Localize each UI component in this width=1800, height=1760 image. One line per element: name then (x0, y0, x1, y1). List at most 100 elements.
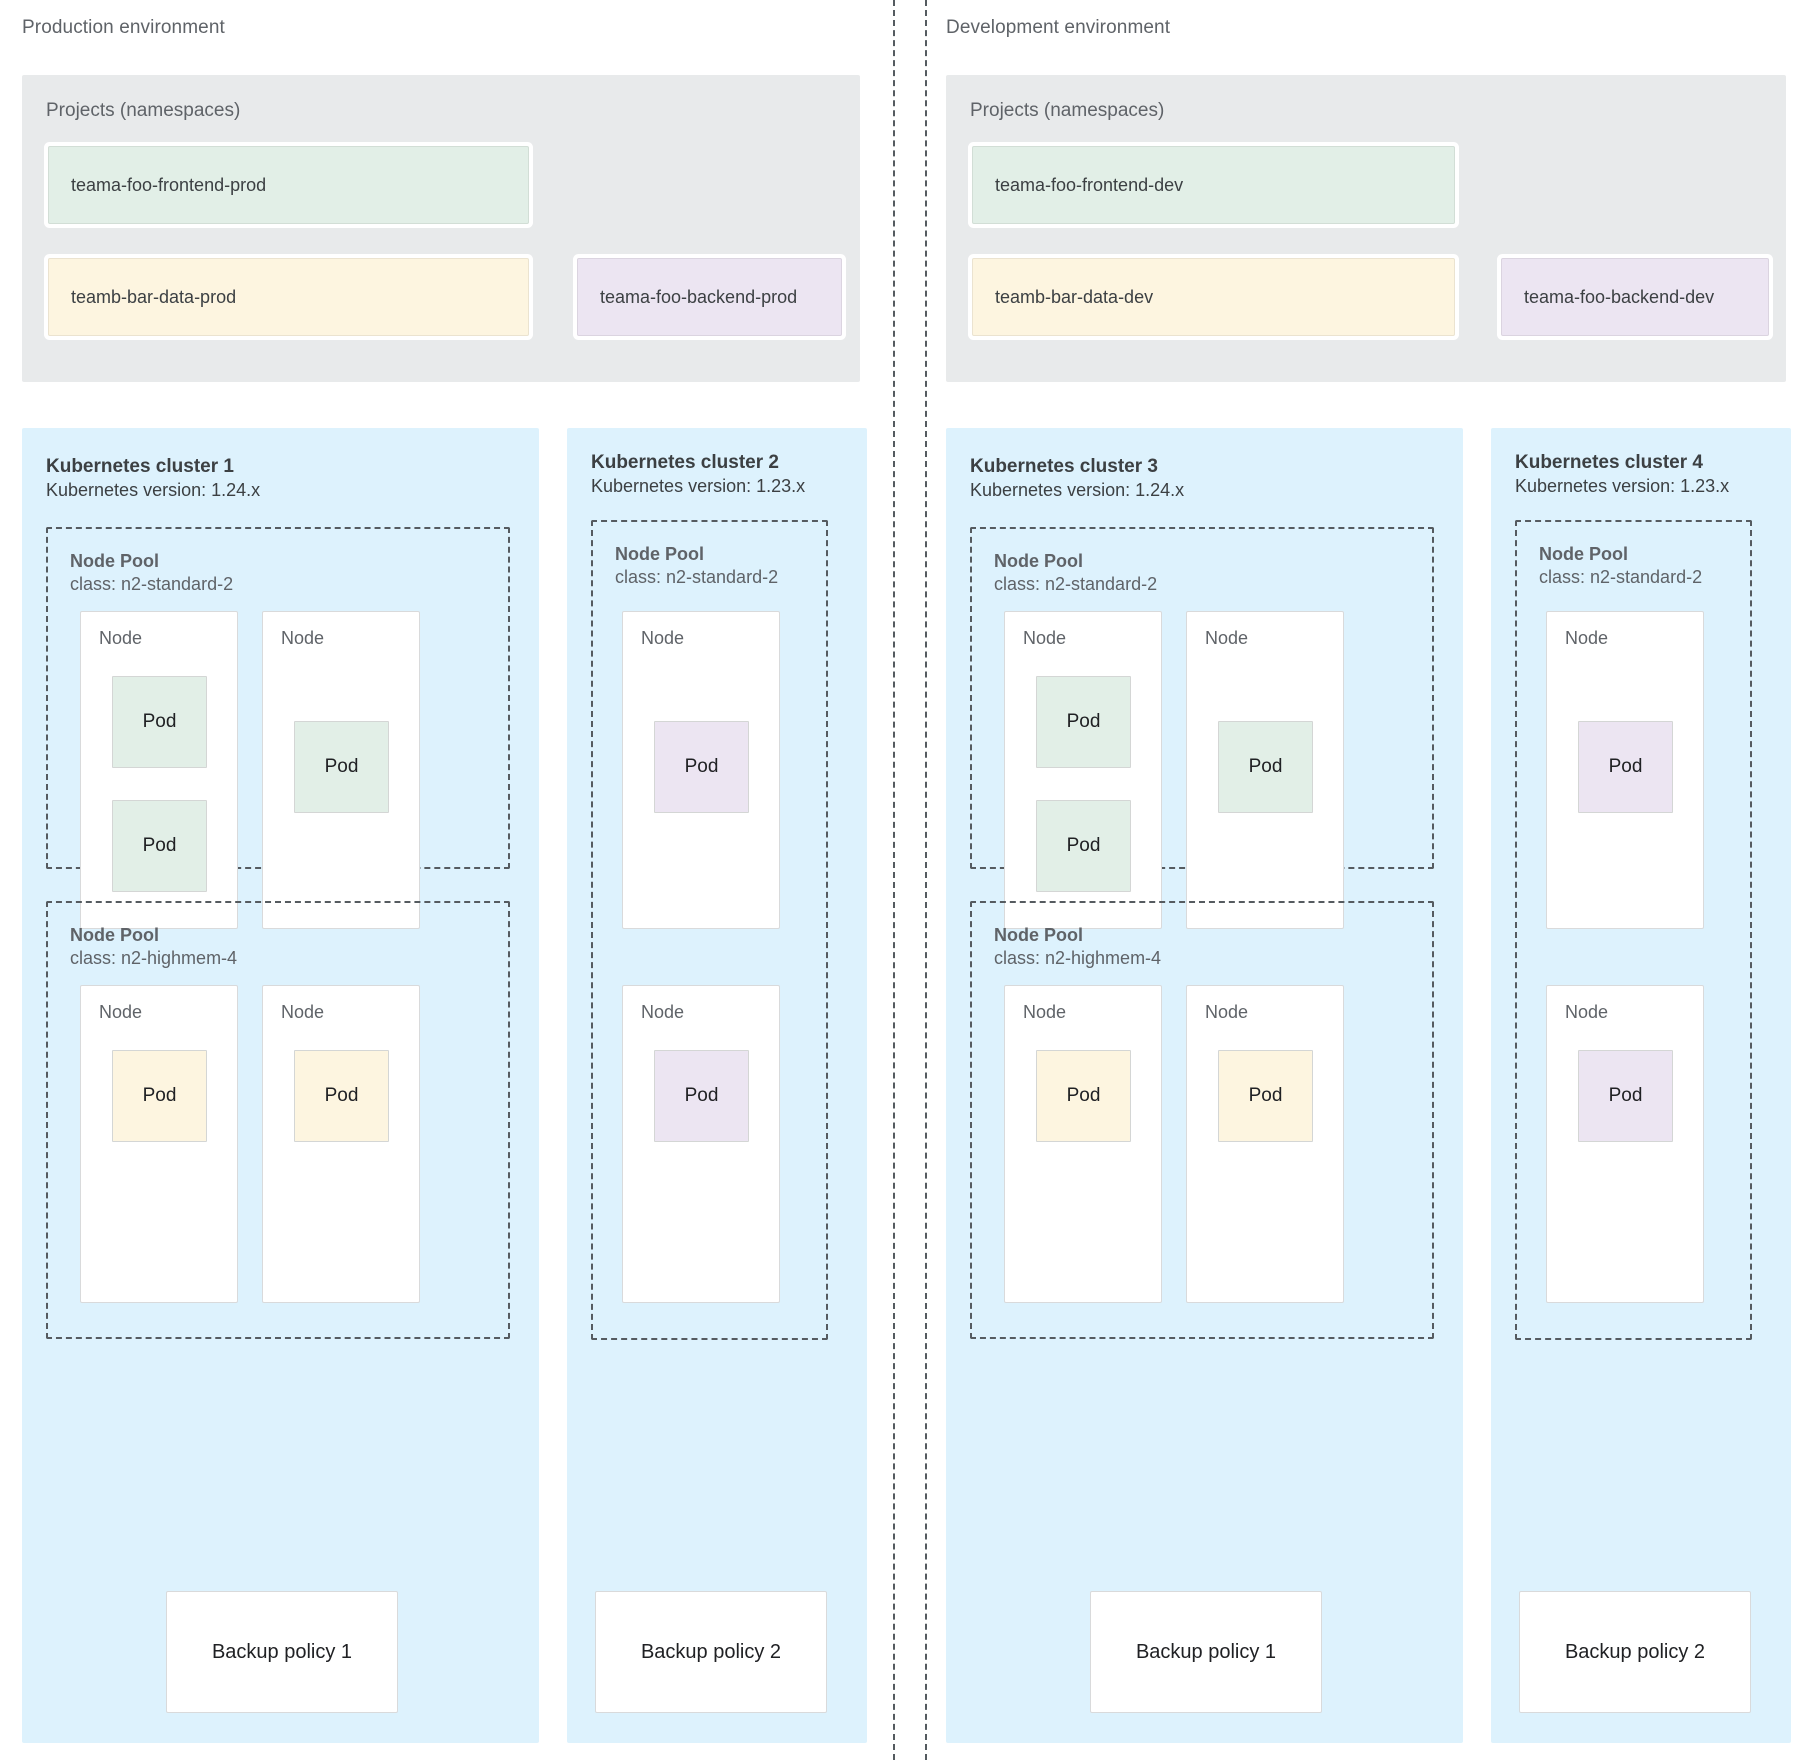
pod-label: Pod (142, 1085, 177, 1106)
backup-policy-label: Backup policy 1 (1135, 1640, 1277, 1663)
pod-label: Pod (684, 1085, 719, 1106)
namespace-box[interactable]: teama-foo-frontend-prod (48, 146, 529, 224)
projects-panel: Projects (namespaces) teama-foo-frontend… (946, 75, 1786, 382)
environment-title: Production environment (22, 17, 225, 38)
node-label: Node (1205, 1002, 1249, 1022)
cluster-version: Kubernetes version: 1.23.x (1515, 476, 1730, 496)
node-label: Node (1023, 1002, 1067, 1022)
pod[interactable]: Pod (1036, 800, 1131, 892)
node-label: Node (1565, 1002, 1609, 1022)
node-pool-class: class: n2-highmem-4 (994, 948, 1162, 968)
pod[interactable]: Pod (112, 676, 207, 768)
pod[interactable]: Pod (1036, 676, 1131, 768)
environment-divider-right (925, 0, 927, 1760)
node[interactable]: Node Pod (80, 985, 238, 1303)
node-pool-title: Node Pool (615, 544, 704, 564)
node-pool: Node Pool class: n2-highmem-4 Node Pod N… (970, 901, 1434, 1339)
node-label: Node (281, 628, 325, 648)
cluster-title: Kubernetes cluster 1 (46, 456, 234, 477)
namespace-box[interactable]: teama-foo-backend-prod (577, 258, 842, 336)
node-pool-class: class: n2-standard-2 (1539, 567, 1703, 587)
node[interactable]: Node Pod (1004, 985, 1162, 1303)
backup-policy-label: Backup policy 1 (211, 1640, 353, 1663)
pod[interactable]: Pod (654, 1050, 749, 1142)
pod-label: Pod (1066, 835, 1101, 856)
node-pool-class: class: n2-standard-2 (994, 574, 1158, 594)
node-label: Node (1023, 628, 1067, 648)
cluster-title: Kubernetes cluster 4 (1515, 452, 1703, 473)
node-pool-class: class: n2-standard-2 (70, 574, 234, 594)
namespace-box[interactable]: teama-foo-frontend-dev (972, 146, 1455, 224)
node-pool: Node Pool class: n2-standard-2 Node Pod … (970, 527, 1434, 929)
node-label: Node (1565, 628, 1609, 648)
node-label: Node (1205, 628, 1249, 648)
namespace-box[interactable]: teamb-bar-data-dev (972, 258, 1455, 336)
pod-label: Pod (1248, 756, 1283, 777)
node[interactable]: Node Pod (262, 985, 420, 1303)
node-pool: Node Pool class: n2-highmem-4 Node Pod N… (46, 901, 510, 1339)
node-label: Node (281, 1002, 325, 1022)
pod-label: Pod (142, 711, 177, 732)
node-pool: Node Pool class: n2-standard-2 Node Pod … (591, 520, 828, 1340)
node[interactable]: Node Pod Pod (80, 611, 238, 929)
pod[interactable]: Pod (294, 721, 389, 813)
pod[interactable]: Pod (112, 800, 207, 892)
node-label: Node (99, 628, 143, 648)
backup-policy[interactable]: Backup policy 1 (1090, 1591, 1322, 1713)
node-pool-title: Node Pool (994, 551, 1083, 571)
pod-label: Pod (1608, 756, 1643, 777)
node[interactable]: Node Pod (1546, 611, 1704, 929)
node[interactable]: Node Pod (622, 985, 780, 1303)
node[interactable]: Node Pod (1546, 985, 1704, 1303)
kubernetes-cluster[interactable]: Kubernetes cluster 3 Kubernetes version:… (946, 428, 1463, 1743)
node-pool-title: Node Pool (994, 925, 1083, 945)
node-label: Node (641, 628, 685, 648)
backup-policy-label: Backup policy 2 (640, 1640, 782, 1663)
node[interactable]: Node Pod (262, 611, 420, 929)
namespace-box[interactable]: teamb-bar-data-prod (48, 258, 529, 336)
node-label: Node (99, 1002, 143, 1022)
pod[interactable]: Pod (112, 1050, 207, 1142)
node-pool-class: class: n2-highmem-4 (70, 948, 238, 968)
backup-policy[interactable]: Backup policy 1 (166, 1591, 398, 1713)
pod[interactable]: Pod (1578, 1050, 1673, 1142)
node-pool: Node Pool class: n2-standard-2 Node Pod … (1515, 520, 1752, 1340)
projects-label: Projects (namespaces) (970, 100, 1165, 121)
pod[interactable]: Pod (1218, 721, 1313, 813)
node[interactable]: Node Pod Pod (1004, 611, 1162, 929)
pod[interactable]: Pod (1578, 721, 1673, 813)
node-pool: Node Pool class: n2-standard-2 Node Pod … (46, 527, 510, 929)
cluster-version: Kubernetes version: 1.24.x (46, 480, 261, 500)
node[interactable]: Node Pod (1186, 985, 1344, 1303)
namespace-label: teama-foo-frontend-dev (995, 174, 1184, 195)
backup-policy[interactable]: Backup policy 2 (595, 1591, 827, 1713)
pod-label: Pod (324, 1085, 359, 1106)
projects-label: Projects (namespaces) (46, 100, 241, 121)
node[interactable]: Node Pod (622, 611, 780, 929)
namespace-box[interactable]: teama-foo-backend-dev (1501, 258, 1769, 336)
kubernetes-cluster[interactable]: Kubernetes cluster 4 Kubernetes version:… (1491, 428, 1791, 1743)
namespace-label: teama-foo-backend-prod (600, 286, 798, 307)
node-pool-class: class: n2-standard-2 (615, 567, 779, 587)
namespace-label: teama-foo-backend-dev (1524, 286, 1715, 307)
node-pool-title: Node Pool (70, 551, 159, 571)
pod[interactable]: Pod (294, 1050, 389, 1142)
node-pool-title: Node Pool (1539, 544, 1628, 564)
node-label: Node (641, 1002, 685, 1022)
backup-policy[interactable]: Backup policy 2 (1519, 1591, 1751, 1713)
pod[interactable]: Pod (654, 721, 749, 813)
pod-label: Pod (142, 835, 177, 856)
kubernetes-cluster[interactable]: Kubernetes cluster 2 Kubernetes version:… (567, 428, 867, 1743)
cluster-version: Kubernetes version: 1.24.x (970, 480, 1185, 500)
pod-label: Pod (1066, 1085, 1101, 1106)
namespace-label: teamb-bar-data-prod (71, 286, 237, 307)
pod[interactable]: Pod (1036, 1050, 1131, 1142)
pod-label: Pod (1066, 711, 1101, 732)
pod[interactable]: Pod (1218, 1050, 1313, 1142)
node[interactable]: Node Pod (1186, 611, 1344, 929)
kubernetes-cluster[interactable]: Kubernetes cluster 1 Kubernetes version:… (22, 428, 539, 1743)
pod-label: Pod (1608, 1085, 1643, 1106)
pod-label: Pod (1248, 1085, 1283, 1106)
development-environment: Development environment Projects (namesp… (930, 0, 1800, 1760)
